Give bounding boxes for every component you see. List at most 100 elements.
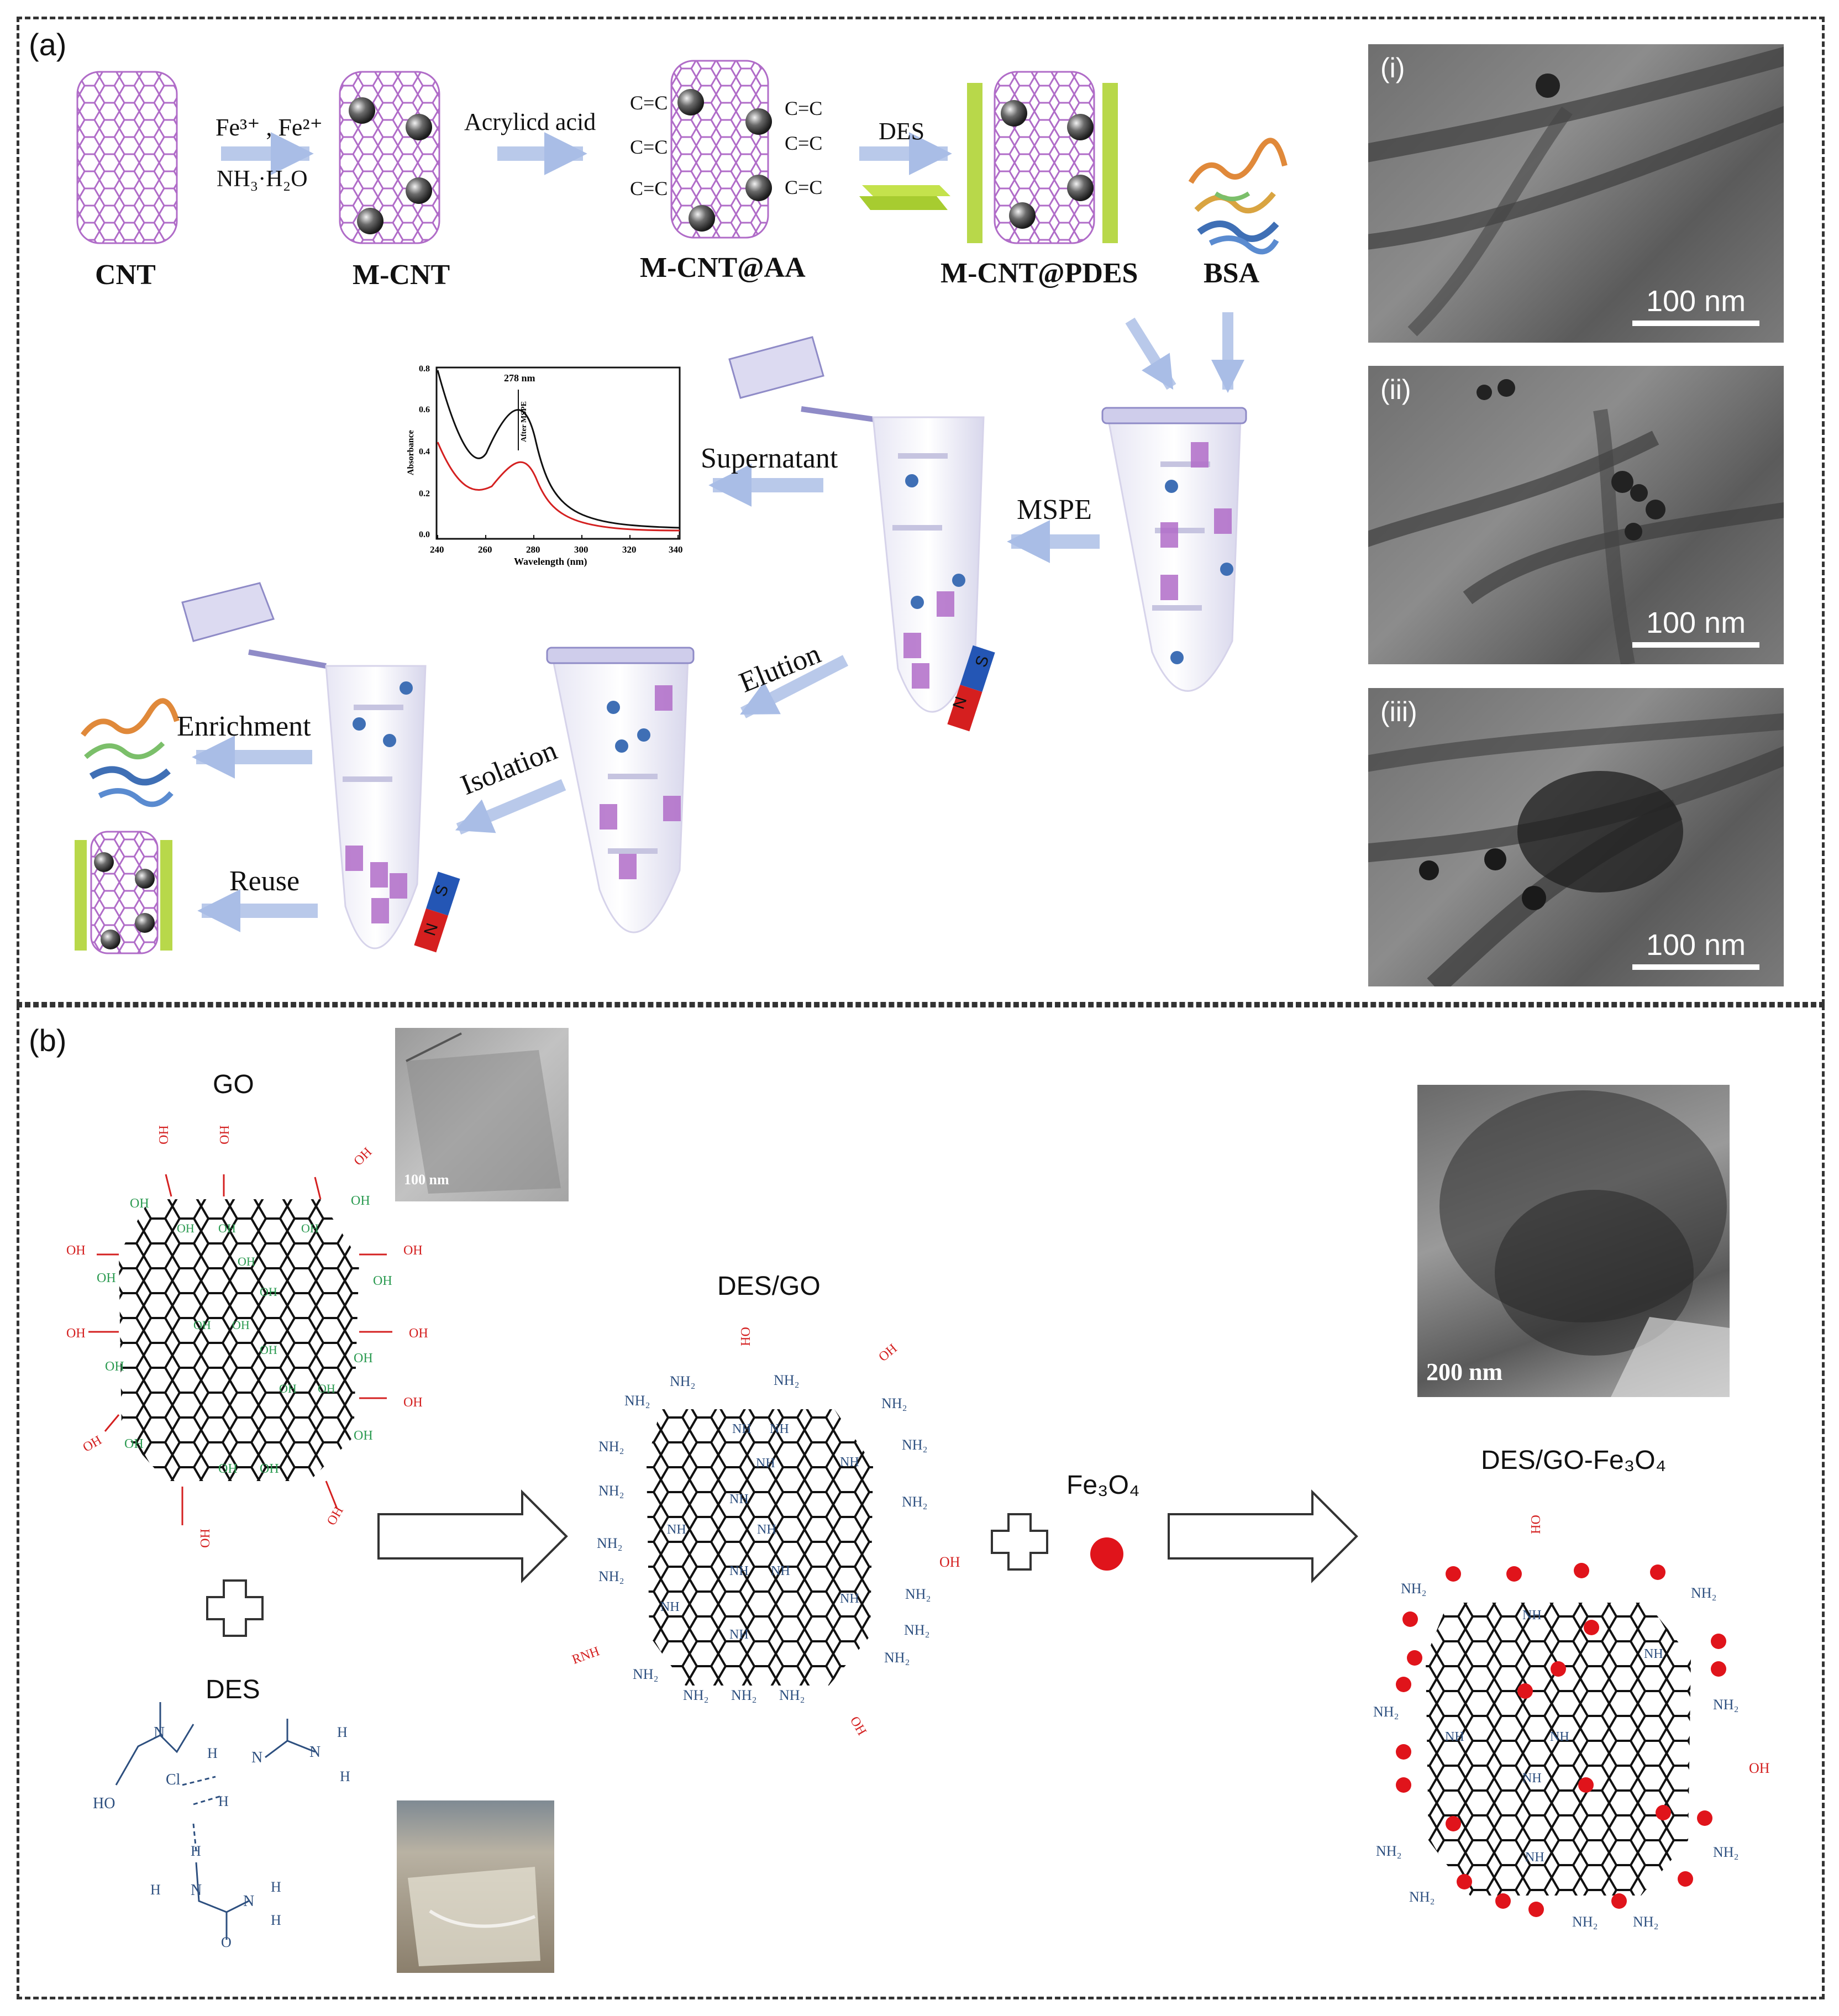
desgo-group-nh2: NH₂ — [597, 1535, 623, 1551]
product-group-nh2: NH₂ — [1376, 1843, 1402, 1859]
go-group-oh: OH — [66, 1243, 86, 1258]
go-group-oh-green: OH — [373, 1274, 392, 1288]
desgo-group-nh2: NH₂ — [731, 1687, 757, 1703]
go-tem-image: 100 nm — [395, 1028, 569, 1201]
vinyl-group: C=C — [630, 136, 668, 158]
vinyl-group: C=C — [785, 132, 823, 154]
go-group-oh-green: OH — [232, 1318, 250, 1332]
tem-image-iii: (iii) 100 nm — [1368, 688, 1784, 986]
label-reuse: Reuse — [229, 865, 300, 897]
cnt-icon — [76, 71, 178, 244]
step-label-cnt: CNT — [95, 259, 156, 291]
product-group-nh: NH — [1445, 1730, 1464, 1744]
step-label-m-cnt-pdes: M-CNT@PDES — [940, 258, 1138, 289]
go-group-oh: OH — [217, 1125, 232, 1144]
desgo-group-nh: NH — [757, 1523, 776, 1537]
go-group-oh-green: OH — [124, 1437, 144, 1451]
des-go-structure — [647, 1409, 873, 1686]
vinyl-group: C=C — [785, 176, 823, 198]
product-group-nh2: NH₂ — [1373, 1704, 1399, 1720]
magnet-icon — [414, 872, 460, 953]
desgo-group-nh: NH — [840, 1455, 859, 1469]
tube-elution — [546, 647, 695, 933]
product-group-oh: OH — [1749, 1760, 1770, 1776]
desgo-group-nh2: NH₂ — [902, 1437, 928, 1453]
go-group-oh: OH — [409, 1326, 428, 1341]
product-group-nh: NH — [1550, 1730, 1569, 1744]
go-group-oh: OH — [66, 1326, 86, 1341]
inset-uv-spectrum: 278 nm After MSPE Absorbance Wavelength … — [406, 364, 683, 568]
plus-icon — [206, 1579, 264, 1637]
go-group-oh: OH — [403, 1395, 423, 1410]
reused-m-cnt-pdes-icon — [75, 831, 172, 954]
vinyl-group: C=C — [630, 92, 668, 114]
go-group-oh-green: OH — [279, 1382, 297, 1395]
inset-peak-label: 278 nm — [504, 372, 535, 384]
vinyl-group: C=C — [630, 177, 668, 200]
enriched-bsa-icon — [81, 698, 180, 807]
inset-x-tick: 340 — [669, 544, 683, 555]
desgo-group-nh: NH — [756, 1456, 775, 1471]
label-enrichment: Enrichment — [177, 711, 311, 742]
tem-image-ii: (ii) 100 nm — [1368, 366, 1784, 664]
go-group-oh-green: OH — [354, 1429, 373, 1443]
go-group-oh-green: OH — [218, 1221, 236, 1235]
product-group-nh2: NH₂ — [1691, 1585, 1717, 1601]
go-group-oh: OH — [198, 1529, 213, 1548]
tem-label-ii: (ii) — [1380, 374, 1411, 405]
des-title: DES — [206, 1675, 260, 1704]
product-group-nh2: NH₂ — [1713, 1697, 1739, 1713]
des-go-title: DES/GO — [717, 1272, 821, 1301]
tem-label-i: (i) — [1380, 53, 1405, 83]
inset-x-tick: 260 — [478, 544, 492, 555]
product-group-nh: NH — [1522, 1608, 1542, 1623]
tem-label-iii: (iii) — [1380, 696, 1417, 727]
tem-scalebar-iii: 100 nm — [1632, 928, 1759, 970]
des-atom-h: H — [271, 1879, 281, 1895]
reagent-des: DES — [879, 118, 925, 145]
step-label-m-cnt-aa: M-CNT@AA — [640, 252, 806, 284]
go-group-oh: OH — [403, 1243, 423, 1258]
label-supernatant: Supernatant — [701, 443, 838, 474]
product-group-nh: NH — [1644, 1647, 1663, 1661]
desgo-group-nh: NH — [770, 1422, 789, 1436]
des-atom-h: H — [340, 1768, 350, 1784]
fe3o4-dots — [1396, 1563, 1726, 1917]
desgo-group-nh2: NH₂ — [904, 1622, 930, 1638]
product-group-nh: NH — [1525, 1850, 1544, 1865]
tem-scale-text: 100 nm — [1646, 285, 1746, 318]
desgo-group-nh2: NH₂ — [633, 1666, 659, 1682]
go-group-oh-green: OH — [260, 1343, 277, 1357]
des-atom-n: N — [251, 1749, 263, 1766]
tube-mspe — [728, 336, 985, 713]
des-atom-n: N — [191, 1882, 202, 1899]
product-group-nh2: NH₂ — [1401, 1581, 1427, 1597]
tem-scalebar-ii: 100 nm — [1632, 606, 1759, 648]
desgo-group-nh2: NH₂ — [598, 1439, 624, 1455]
inset-y-tick: 0.6 — [419, 405, 430, 414]
product-group-nh2: NH₂ — [1409, 1889, 1435, 1905]
go-group-oh-green: OH — [354, 1351, 373, 1366]
go-group-oh-green: OH — [318, 1382, 335, 1395]
go-group-oh-green: OH — [260, 1462, 279, 1476]
des-atom-h: H — [150, 1882, 161, 1898]
des-atom-h: H — [271, 1912, 281, 1928]
m-cnt-pdes-icon — [967, 71, 1118, 244]
reagent-acrylic-acid: Acrylicd acid — [464, 108, 596, 135]
go-group-oh-green: OH — [130, 1196, 149, 1211]
desgo-group-nh2: NH₂ — [884, 1650, 910, 1666]
desgo-group-nh: NH — [667, 1523, 686, 1537]
tem-scalebar-i: 100 nm — [1632, 284, 1759, 326]
desgo-group-nh2: NH₂ — [670, 1373, 696, 1389]
desgo-group-oh: OH — [737, 1327, 752, 1346]
inset-ylabel: Absorbance — [406, 430, 416, 475]
des-atom-n: N — [309, 1744, 321, 1761]
product-tem-scale: 200 nm — [1426, 1358, 1503, 1385]
reagent-fe-ions: Fe³⁺ , Fe²⁺ — [216, 114, 323, 141]
go-title: GO — [213, 1070, 254, 1099]
des-sheet-icon — [859, 185, 950, 210]
inset-x-tick: 240 — [430, 544, 444, 555]
go-group-oh-green: OH — [177, 1221, 195, 1235]
product-group-nh: NH — [1522, 1771, 1542, 1786]
go-group-oh: OH — [156, 1125, 171, 1144]
